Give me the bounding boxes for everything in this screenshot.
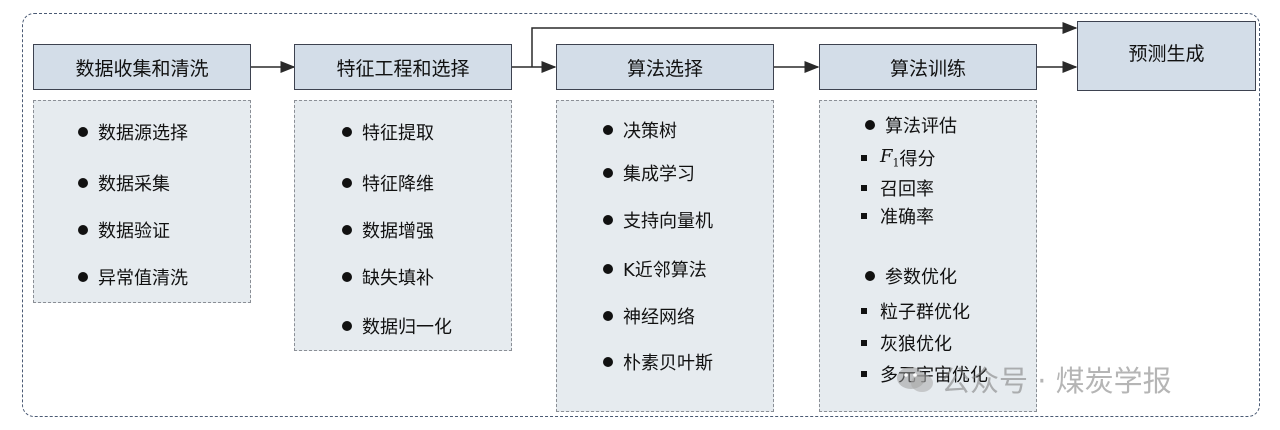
bullet-dot-icon xyxy=(78,225,88,235)
stage-label: 算法训练 xyxy=(889,57,966,80)
bullet-dot-icon xyxy=(603,311,613,321)
list-item: 召回率 xyxy=(861,175,934,201)
outer-dashed-frame xyxy=(22,13,1260,417)
list-item: 粒子群优化 xyxy=(861,298,970,324)
stage-prediction: 预测生成 xyxy=(1077,21,1256,91)
list-item: 数据验证 xyxy=(78,217,170,243)
bullet-square-icon xyxy=(861,340,867,346)
stage-label: 算法选择 xyxy=(626,57,703,80)
list-item: 集成学习 xyxy=(603,160,695,186)
wechat-logo-icon xyxy=(897,367,933,392)
list-item: 特征提取 xyxy=(342,119,434,145)
panel-algorithm-selection xyxy=(556,100,774,412)
arrow-bypass-to-predict xyxy=(531,22,1078,67)
list-item: 缺失填补 xyxy=(342,264,434,290)
stage-label: 数据收集和清洗 xyxy=(75,57,209,80)
list-item: 准确率 xyxy=(861,203,934,229)
stage-algorithm-training: 算法训练 xyxy=(819,44,1037,90)
bullet-dot-icon xyxy=(78,178,88,188)
stage-algorithm-selection: 算法选择 xyxy=(556,44,774,90)
bullet-dot-icon xyxy=(78,127,88,137)
list-item: K近邻算法 xyxy=(603,256,707,282)
bullet-square-icon xyxy=(861,308,867,314)
bullet-dot-icon xyxy=(342,178,352,188)
list-item: 异常值清洗 xyxy=(78,264,188,290)
group-title-optimization: 参数优化 xyxy=(865,263,957,289)
bullet-dot-icon xyxy=(342,272,352,282)
bullet-dot-icon xyxy=(603,357,613,367)
list-item: 朴素贝叶斯 xyxy=(603,349,713,375)
bullet-dot-icon xyxy=(78,272,88,282)
bullet-dot-icon xyxy=(603,215,613,225)
bullet-square-icon xyxy=(861,155,867,161)
list-item: 神经网络 xyxy=(603,303,695,329)
bullet-dot-icon xyxy=(342,225,352,235)
bullet-dot-icon xyxy=(865,120,875,130)
list-item: 灰狼优化 xyxy=(861,330,952,356)
bullet-dot-icon xyxy=(603,125,613,135)
bullet-dot-icon xyxy=(603,168,613,178)
watermark: 公众号 · 煤炭学报 xyxy=(895,358,1172,400)
stage-feature-engineering: 特征工程和选择 xyxy=(294,44,512,90)
bullet-square-icon xyxy=(861,185,867,191)
stage-data-collection: 数据收集和清洗 xyxy=(33,44,251,90)
stage-label: 特征工程和选择 xyxy=(336,57,470,80)
panel-data-collection xyxy=(33,100,251,303)
list-item: 特征降维 xyxy=(342,170,434,196)
bullet-dot-icon xyxy=(865,271,875,281)
panel-feature-engineering xyxy=(294,100,512,351)
stage-label: 预测生成 xyxy=(1128,43,1205,65)
group-title-evaluation: 算法评估 xyxy=(865,112,957,138)
bullet-dot-icon xyxy=(342,127,352,137)
list-item: 数据增强 xyxy=(342,217,434,243)
watermark-text: 公众号 · 煤炭学报 xyxy=(941,364,1172,398)
list-item: 数据源选择 xyxy=(78,119,188,145)
bullet-dot-icon xyxy=(603,264,613,274)
panel-algorithm-training xyxy=(819,100,1037,412)
bullet-square-icon xyxy=(861,213,867,219)
list-item: 决策树 xyxy=(603,117,677,143)
list-item: 数据归一化 xyxy=(342,313,452,339)
list-item: 数据采集 xyxy=(78,170,170,196)
bullet-square-icon xyxy=(861,371,867,377)
list-item: 支持向量机 xyxy=(603,207,713,233)
bullet-dot-icon xyxy=(342,321,352,331)
